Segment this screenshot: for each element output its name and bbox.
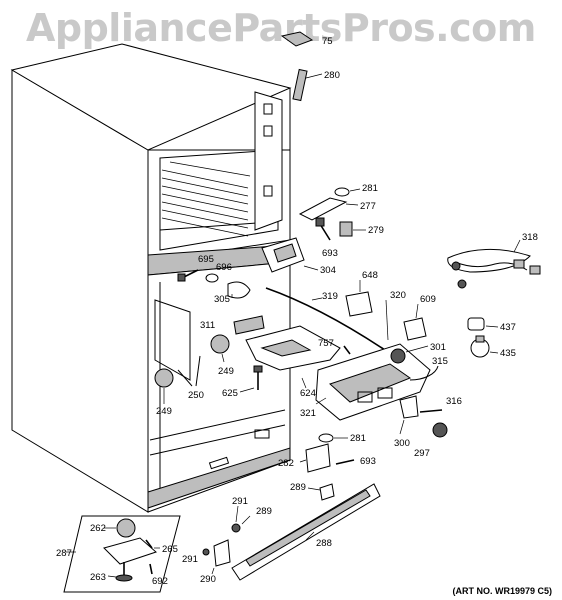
callout-262: 262 — [90, 523, 106, 534]
part-249-cap-upper — [210, 334, 230, 363]
part-300-switch-actuator — [399, 395, 419, 435]
callout-693-lower: 693 — [360, 456, 376, 467]
part-693-screw-lower — [335, 459, 355, 465]
callout-696: 696 — [216, 262, 232, 273]
callout-282: 282 — [278, 458, 294, 469]
part-757-screw — [343, 345, 351, 355]
part-287-leveling-assembly-inset — [63, 515, 181, 593]
callout-695: 695 — [198, 254, 214, 265]
callout-288: 288 — [316, 538, 332, 549]
refrigerator-cabinet — [10, 43, 292, 513]
part-437-lamp-socket — [467, 317, 499, 331]
watermark-logo: AppliancePartsPros.com — [26, 6, 536, 50]
part-316-screw — [419, 409, 443, 413]
part-304-control-housing — [261, 237, 319, 273]
part-311-bracket — [233, 315, 265, 335]
callout-281-lower: 281 — [350, 433, 366, 444]
part-289-clip-right — [307, 483, 335, 501]
callout-304: 304 — [320, 265, 336, 276]
part-291-screw-lower — [202, 548, 210, 556]
part-249-cap-lower — [154, 368, 174, 404]
callout-289-right: 289 — [290, 482, 306, 493]
part-262-roller — [104, 518, 136, 538]
part-279-valve — [339, 221, 366, 237]
callout-291-upper: 291 — [232, 496, 248, 507]
callout-249-upper: 249 — [218, 366, 234, 377]
part-297-knob — [432, 422, 448, 438]
part-695-screw — [177, 269, 199, 282]
callout-305: 305 — [214, 294, 230, 305]
part-277-damper-arm — [298, 197, 359, 221]
callout-625: 625 — [222, 388, 238, 399]
part-288-base-grille — [231, 483, 381, 581]
part-609-switch — [403, 303, 427, 341]
part-624-control-housing-assembly — [245, 325, 431, 421]
callout-301: 301 — [430, 342, 446, 353]
part-250-thermistor — [177, 355, 201, 387]
callout-757: 757 — [318, 338, 334, 349]
callout-250: 250 — [188, 390, 204, 401]
callout-609: 609 — [420, 294, 436, 305]
part-263-leveling-leg — [107, 562, 133, 582]
callout-labels: 75 280 281 277 279 693 318 695 696 304 6… — [56, 36, 538, 587]
part-75-bracket — [280, 31, 314, 47]
part-319-capillary-tube — [265, 287, 389, 353]
part-280-tube — [292, 68, 323, 102]
part-693-screw-top — [315, 217, 331, 241]
callout-263: 263 — [90, 572, 106, 583]
callout-279: 279 — [368, 225, 384, 236]
part-281-washer-top — [334, 187, 361, 197]
callout-297: 297 — [414, 448, 430, 459]
part-625-screw — [239, 365, 263, 393]
part-320-light-socket — [385, 299, 389, 341]
callout-280: 280 — [324, 70, 340, 81]
part-321-lens — [315, 397, 327, 405]
callout-277: 277 — [360, 201, 376, 212]
part-289-clip-left — [241, 515, 251, 525]
callout-624: 624 — [300, 388, 316, 399]
callout-289-left: 289 — [256, 506, 272, 517]
part-315-wire — [409, 365, 439, 381]
part-696-clip — [205, 273, 219, 283]
part-435-light-bulb — [470, 335, 499, 358]
callout-265: 265 — [162, 544, 178, 555]
callout-437: 437 — [500, 322, 516, 333]
callout-321: 321 — [300, 408, 316, 419]
part-692-screw — [149, 563, 153, 575]
callout-315: 315 — [432, 356, 448, 367]
callout-693: 693 — [322, 248, 338, 259]
callout-318: 318 — [522, 232, 538, 243]
callout-435: 435 — [500, 348, 516, 359]
callout-692: 692 — [152, 576, 168, 587]
part-648-thermostat — [345, 280, 373, 317]
part-318-wire-harness — [447, 239, 541, 289]
callout-287: 287 — [56, 548, 72, 559]
freezer-wire-shelf — [159, 161, 271, 237]
part-301-light-shield — [390, 345, 429, 364]
art-number: (ART NO. WR19979 C5) — [452, 586, 552, 596]
part-282-hinge-bracket — [299, 443, 331, 473]
callout-319: 319 — [322, 291, 338, 302]
part-305-knob — [227, 281, 251, 299]
callout-316: 316 — [446, 396, 462, 407]
part-291-screw-upper — [231, 505, 241, 533]
part-265-pin — [145, 539, 160, 549]
callout-249-lower: 249 — [156, 406, 172, 417]
callout-75: 75 — [322, 36, 333, 47]
callout-648: 648 — [362, 270, 378, 281]
callout-300: 300 — [394, 438, 410, 449]
callout-290: 290 — [200, 574, 216, 585]
callout-311: 311 — [200, 320, 215, 331]
part-281-washer-lower — [318, 433, 348, 443]
callout-320: 320 — [390, 290, 406, 301]
callout-291-lower: 291 — [182, 554, 198, 565]
part-290-bracket — [211, 539, 231, 575]
callout-281: 281 — [362, 183, 378, 194]
